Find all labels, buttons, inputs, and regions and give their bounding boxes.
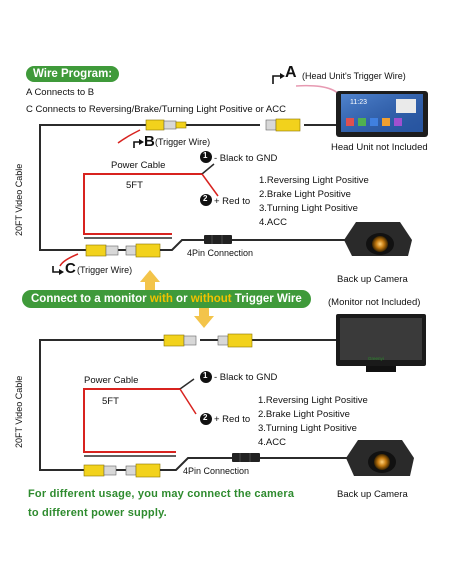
label-c: C bbox=[65, 260, 76, 277]
head-unit-note: Head Unit not Included bbox=[331, 142, 428, 153]
top-option-4: 4.ACC bbox=[259, 217, 287, 228]
banner-part2: Trigger Wire bbox=[231, 293, 302, 305]
bottom-option-2: 2.Brake Light Positive bbox=[258, 409, 350, 420]
up-arrow bbox=[140, 270, 160, 291]
trigger-c-label: (Trigger Wire) bbox=[77, 265, 133, 275]
badge-1-top bbox=[200, 151, 212, 163]
bottom-connection-label: 4Pin Connection bbox=[183, 466, 250, 476]
bottom-power-cable-label: Power Cable bbox=[84, 375, 139, 386]
banner-with: with bbox=[149, 293, 173, 305]
monitor-image bbox=[336, 314, 426, 372]
bottom-video-cable bbox=[39, 339, 170, 471]
badge-1-top-label: 1 bbox=[203, 151, 208, 160]
top-video-cable-label: 20FT Video Cable bbox=[14, 163, 24, 236]
footer-line-2: to different power supply. bbox=[28, 507, 167, 519]
four-pin-connector-bottom bbox=[232, 453, 260, 462]
backup-camera-bottom bbox=[346, 440, 414, 476]
top-power-cable-red bbox=[83, 173, 202, 235]
head-unit-image bbox=[336, 91, 428, 137]
bottom-option-3: 3.Turning Light Positive bbox=[258, 423, 357, 434]
bottom-camera-label: Back up Camera bbox=[337, 489, 408, 500]
banner-part1: Connect to a monitor bbox=[31, 293, 150, 305]
rca-plug-top-4 bbox=[125, 243, 161, 258]
wire-program-title: Wire Program: bbox=[26, 66, 120, 82]
badge-2-bottom-label: 2 bbox=[203, 413, 208, 422]
monitor-note: (Monitor not Included) bbox=[328, 297, 421, 308]
wire-program-line-c: C Connects to Reversing/Brake/Turning Li… bbox=[26, 104, 286, 115]
bottom-option-4: 4.ACC bbox=[258, 437, 286, 448]
top-power-cable-label: Power Cable bbox=[111, 160, 166, 171]
top-black-gnd: - Black to GND bbox=[214, 153, 278, 164]
head-unit-trigger-wire bbox=[295, 84, 343, 101]
top-option-2: 2.Brake Light Positive bbox=[259, 189, 351, 200]
bottom-red-to: + Red to bbox=[214, 414, 251, 425]
c-arrow-icon bbox=[52, 266, 61, 273]
label-b: B bbox=[144, 133, 155, 150]
bottom-option-1: 1.Reversing Light Positive bbox=[258, 395, 368, 406]
footer-line-1: For different usage, you may connect the… bbox=[28, 488, 295, 500]
banner-without: without bbox=[190, 293, 232, 305]
four-pin-connector-top bbox=[204, 235, 232, 244]
rca-plug-top-3 bbox=[85, 244, 119, 257]
bottom-length-label: 5FT bbox=[102, 396, 119, 407]
badge-1-bottom-label: 1 bbox=[203, 371, 208, 380]
badge-2-bottom bbox=[200, 413, 212, 425]
bottom-video-cable-label: 20FT Video Cable bbox=[14, 375, 24, 448]
a-arrow-icon bbox=[272, 75, 282, 84]
bottom-power-cable-red bbox=[83, 388, 180, 453]
backup-camera-top bbox=[344, 222, 412, 256]
monitor-banner: Connect to a monitor with or without Tri… bbox=[22, 290, 311, 308]
trigger-b-label: (Trigger Wire) bbox=[155, 137, 211, 147]
rca-plug-top-1 bbox=[145, 119, 187, 131]
label-a: A bbox=[285, 64, 297, 81]
head-unit-trigger-label: (Head Unit's Trigger Wire) bbox=[302, 71, 406, 81]
badge-1-bottom bbox=[200, 371, 212, 383]
trigger-b-wire bbox=[117, 129, 141, 144]
rca-plug-bottom-2 bbox=[217, 333, 253, 348]
top-connection-label: 4Pin Connection bbox=[187, 248, 254, 258]
bottom-black-gnd: - Black to GND bbox=[214, 372, 278, 383]
trigger-c-wire bbox=[59, 253, 79, 267]
top-option-3: 3.Turning Light Positive bbox=[259, 203, 358, 214]
rca-plug-bottom-3 bbox=[83, 464, 117, 477]
wire-program-line-a: A Connects to B bbox=[26, 87, 95, 98]
top-length-label: 5FT bbox=[126, 180, 143, 191]
b-arrow-icon bbox=[133, 141, 141, 148]
head-unit-screen-time: 11:23 bbox=[350, 99, 367, 106]
down-arrow bbox=[194, 307, 214, 328]
top-option-1: 1.Reversing Light Positive bbox=[259, 175, 369, 186]
badge-2-top bbox=[200, 194, 212, 206]
top-camera-label: Back up Camera bbox=[337, 274, 408, 285]
monitor-brand: Greenyi bbox=[368, 356, 384, 361]
top-video-cable bbox=[39, 124, 160, 251]
badge-2-top-label: 2 bbox=[203, 194, 208, 203]
banner-or: or bbox=[172, 293, 191, 305]
top-red-to: + Red to bbox=[214, 196, 251, 207]
rca-plug-top-2 bbox=[265, 118, 301, 132]
rca-plug-bottom-1 bbox=[163, 334, 197, 347]
top-power-cable-black bbox=[201, 163, 215, 175]
rca-plug-bottom-4 bbox=[125, 463, 161, 478]
bottom-power-cable-black bbox=[179, 378, 195, 390]
